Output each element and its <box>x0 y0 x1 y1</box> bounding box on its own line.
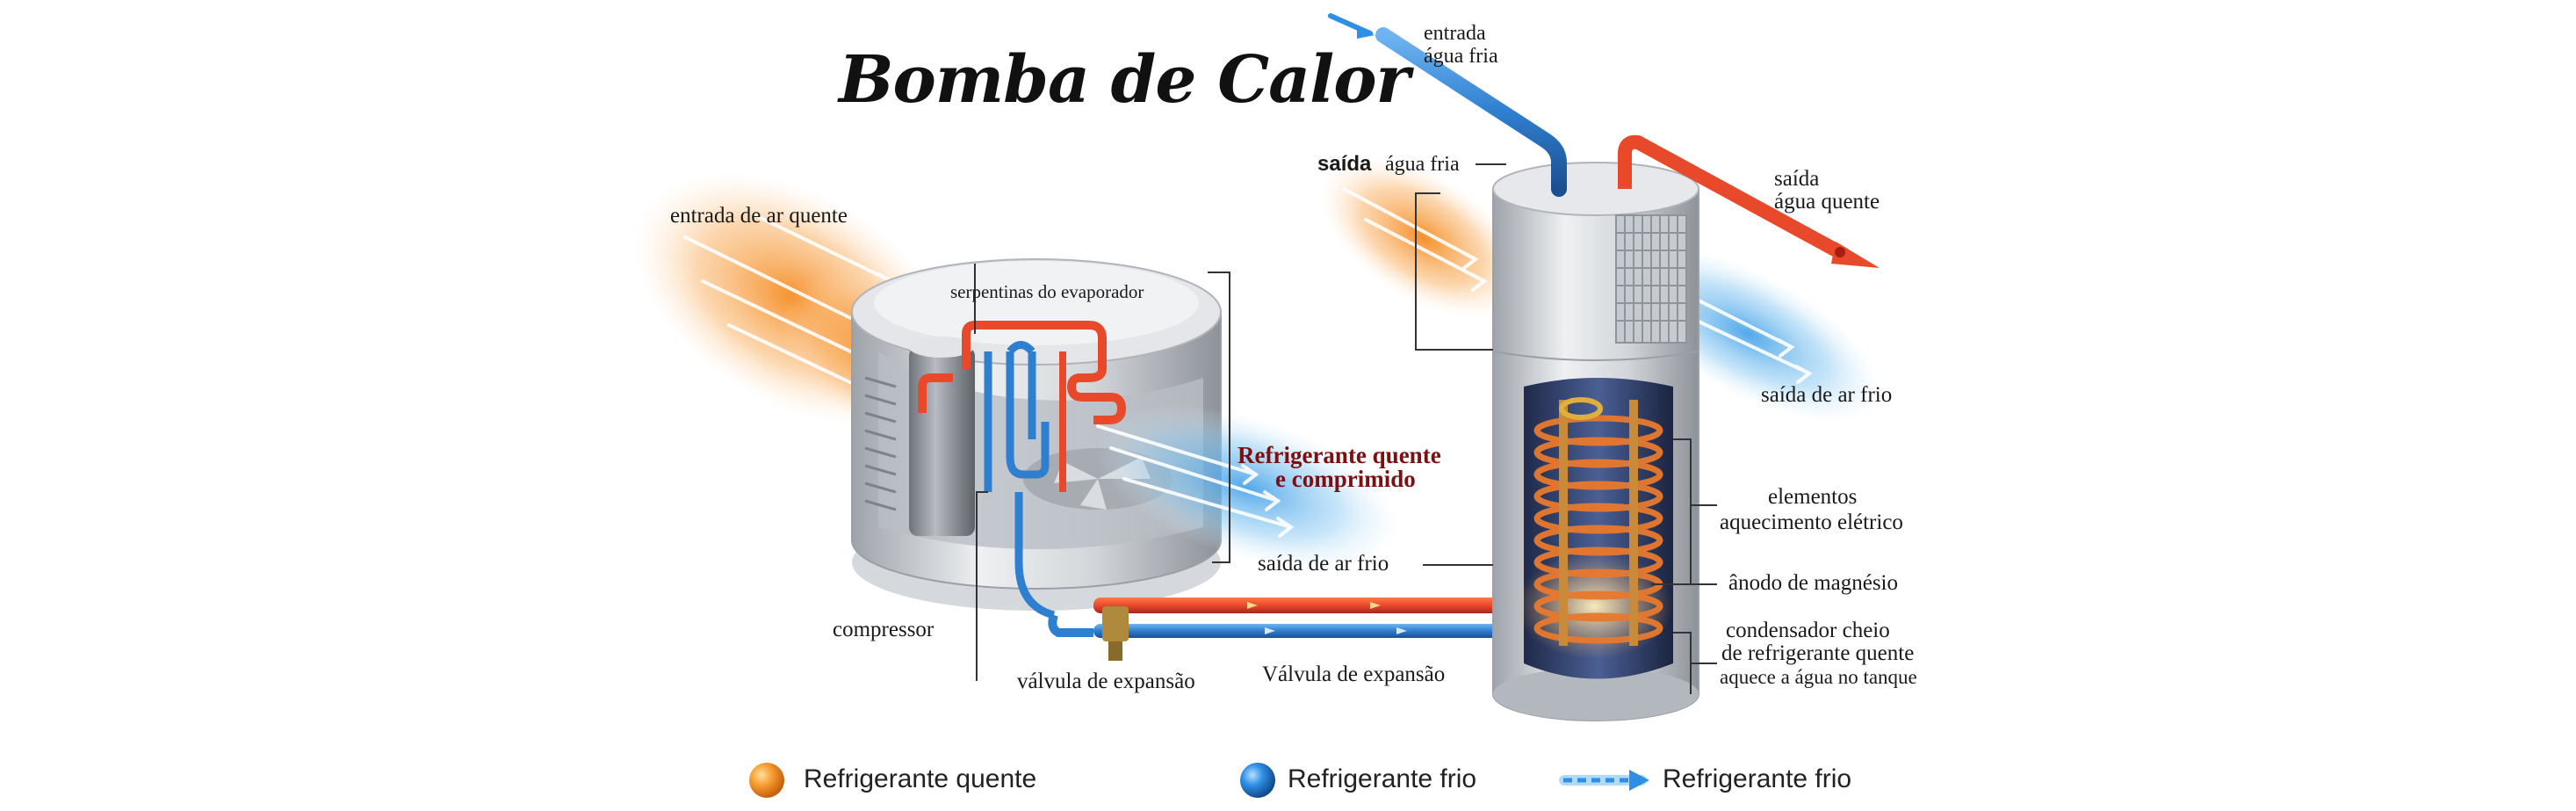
label-evaporator-coils: serpentinas do evaporador <box>950 281 1144 302</box>
cold-water-arrow-icon <box>1328 13 1375 39</box>
label-hot-water-out-line1: saída <box>1774 167 1820 191</box>
legend-cold-refrigerant-flow: Refrigerante frio <box>1663 764 1852 793</box>
label-condenser-line3: aquece a água no tanque <box>1720 666 1917 688</box>
legend-orange-ball-icon <box>749 763 784 798</box>
label-expansion-valve-upper: Válvula de expansão <box>1262 663 1446 686</box>
label-cold-water-out-bold: saída <box>1317 152 1372 176</box>
label-hot-water-out-line2: água quente <box>1774 190 1880 214</box>
label-warm-air-in: entrada de ar quente <box>670 204 848 228</box>
label-cold-air-out-left: saída de ar frio <box>1258 552 1389 576</box>
label-hot-refrigerant-line2: e comprimido <box>1275 466 1416 492</box>
label-compressor: compressor <box>833 618 934 641</box>
label-magnesium-anode: ânodo de magnésio <box>1728 571 1899 595</box>
label-cold-water-out-rest: água fria <box>1385 153 1460 176</box>
leader-lines <box>974 163 1717 694</box>
label-heating-elements-line1: elementos <box>1768 485 1858 509</box>
connecting-pipes <box>1048 597 1550 661</box>
warm-air-stream-right <box>1320 157 1526 317</box>
label-cold-water-in-line1: entrada <box>1424 22 1486 45</box>
water-heater-tank <box>1375 27 1880 721</box>
label-hot-refrigerant-line1: Refrigerante quente <box>1237 442 1441 468</box>
diagram-title: Bomba de Calor <box>839 42 1411 118</box>
label-cold-water-in-line2: água fria <box>1424 45 1498 68</box>
legend-cold-refrigerant: Refrigerante frio <box>1288 764 1477 793</box>
label-condenser-line2: de refrigerante quente <box>1721 641 1915 665</box>
label-condenser-line1: condensador cheio <box>1726 619 1890 642</box>
legend-hot-refrigerant: Refrigerante quente <box>804 764 1037 793</box>
legend-blue-ball-icon <box>1240 763 1275 798</box>
label-cold-air-out-right: saída de ar frio <box>1761 383 1893 407</box>
label-expansion-valve-lower: válvula de expansão <box>1017 670 1195 693</box>
legend-blue-dashed-arrow-icon <box>1559 770 1649 791</box>
evaporator-unit <box>851 258 1222 619</box>
label-heating-elements-line2: aquecimento elétrico <box>1720 510 1903 534</box>
